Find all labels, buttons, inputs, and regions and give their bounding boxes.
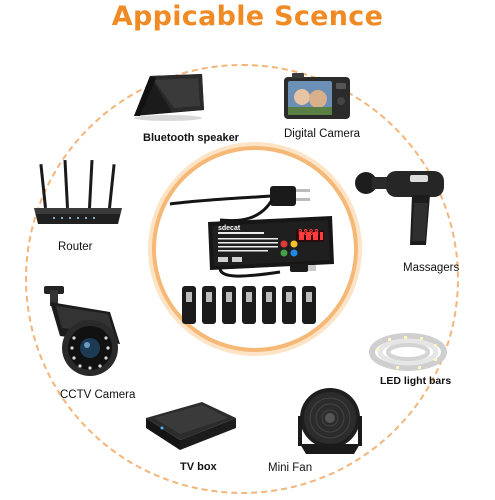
device-label-massagers: Massagers xyxy=(403,262,460,274)
device-label-digital-camera: Digital Camera xyxy=(284,128,361,140)
adapter-brand-label: sdecat xyxy=(218,225,241,232)
digital-camera-icon xyxy=(284,73,350,119)
page-title: Appicable Scence xyxy=(111,1,384,32)
tv-box-icon xyxy=(146,402,236,450)
massage-gun-icon xyxy=(355,171,444,245)
led-strip-icon xyxy=(369,333,447,371)
adapter-display-readout: 8888 xyxy=(298,228,320,237)
mini-fan-icon xyxy=(298,388,362,454)
bluetooth-speaker-icon xyxy=(134,74,204,121)
dashed-circle-ring xyxy=(25,64,459,494)
device-label-tv-box: TV box xyxy=(180,461,217,473)
device-label-cctv-camera: CCTV Camera xyxy=(60,389,136,401)
device-label-mini-fan: Mini Fan xyxy=(268,462,313,474)
device-label-bluetooth-speaker: Bluetooth speaker xyxy=(143,132,239,144)
device-label-led-light-bars: LED light bars xyxy=(380,375,452,387)
power-adapter-icon xyxy=(169,186,334,324)
cctv-camera-icon xyxy=(44,286,120,376)
device-label-router: Router xyxy=(58,241,93,253)
router-icon xyxy=(34,159,122,224)
